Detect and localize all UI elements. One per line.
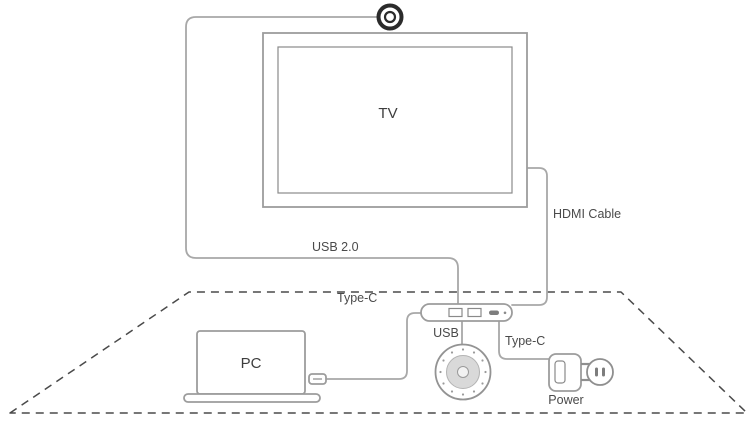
laptop-base [183,393,321,403]
typec-right-label: Type-C [505,334,545,348]
speakerphone [434,343,492,401]
hub-typec-port [489,310,499,315]
laptop: PC [183,330,327,403]
tv-frame [262,32,528,208]
power-adapter [548,353,614,392]
usb2-label: USB 2.0 [312,240,359,254]
hub [420,303,513,322]
outlet-slot-right [602,367,605,377]
power-label: Power [548,393,583,407]
hub-body [420,303,513,322]
tv-label: TV [378,105,397,122]
typec-left-label: Type-C [337,291,377,305]
speaker-holes [439,348,487,396]
usb2-cable [185,16,459,305]
tv-screen [277,46,513,194]
outlet-slot-left [595,367,598,377]
hub-usb-port-2 [467,307,482,318]
adapter-detail [554,360,566,384]
hdmi-label: HDMI Cable [553,207,621,221]
tv: TV [262,32,528,208]
speakerphone-button [457,366,469,378]
typec-cable-right [498,320,550,360]
webcam-icon [376,3,404,31]
hub-usb-port-1 [448,307,463,318]
usb-label: USB [433,326,459,340]
typec-cable-left [326,312,423,380]
hub-led [503,311,507,315]
outlet-icon [586,358,614,386]
table-outline [9,291,748,414]
hdmi-cable [511,167,548,306]
pc-label: PC [241,355,262,372]
